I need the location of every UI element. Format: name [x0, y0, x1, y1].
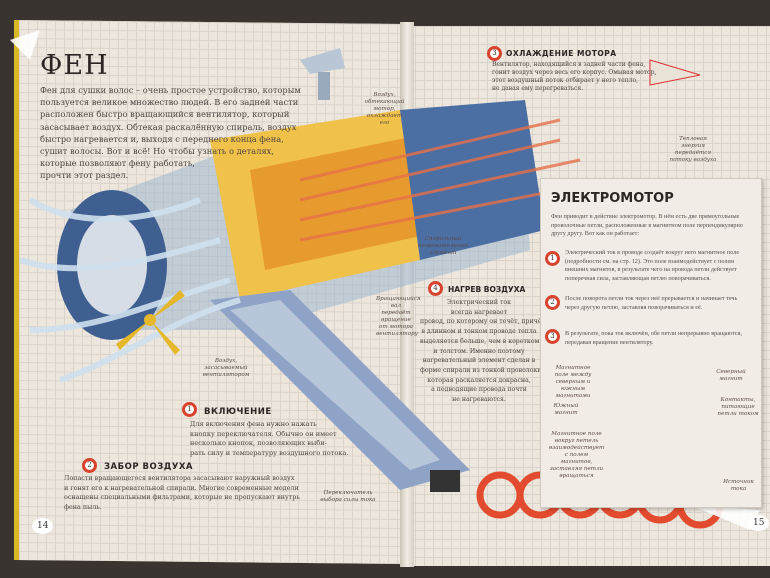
label-contacts: Контакты, питающие петли током — [717, 397, 759, 417]
label-coil: Спиральный нагревательный элемент — [418, 236, 469, 256]
wind-sock-icon — [649, 59, 701, 86]
step-2-badge: 2 — [82, 458, 97, 473]
page-number-right: 15 — [748, 515, 770, 531]
motor-step-3-text: В результате, пока ток включён, обе петл… — [565, 330, 742, 346]
airflow-arrows — [299, 118, 581, 242]
fan-blades — [116, 290, 185, 355]
motor-step-2-text: После поворота петли ток через неё преры… — [565, 295, 738, 311]
label-switch: Переключатель выбора силы тока — [320, 490, 376, 503]
motor-step-2-badge: 2 — [545, 295, 560, 310]
electromotor-panel: ЭЛЕКТРОМОТОР Фен приводит в действие эле… — [540, 178, 762, 508]
motor-step-1-badge: 1 — [545, 251, 560, 266]
step-4-badge: 4 — [428, 281, 443, 296]
step-1-title: ВКЛЮЧЕНИЕ — [204, 407, 272, 417]
dryer-body — [57, 100, 545, 490]
intro-text: Фен для сушки волос – очень простое устр… — [40, 85, 301, 181]
step-2-title: ЗАБОР ВОЗДУХА — [104, 462, 194, 472]
label-north-magnet: Северный магнит — [716, 369, 746, 382]
electromotor-title: ЭЛЕКТРОМОТОР — [551, 191, 674, 206]
label-field-loop: Магнитное поле вокруг петель взаимодейст… — [549, 431, 605, 479]
step-3-badge: 3 — [487, 46, 502, 61]
label-south-magnet: Южный магнит — [553, 403, 579, 416]
page-number-left: 14 — [32, 518, 54, 534]
label-field-between: Магнитное поле между северным и южным ма… — [554, 365, 592, 399]
step-3-text: Вентилятор, находящийся в задней части ф… — [492, 61, 657, 92]
air-intake-streams — [19, 197, 241, 383]
label-heat: Тепловая энергия передаётся потоку возду… — [669, 136, 717, 163]
motor-step-3-badge: 3 — [545, 329, 560, 344]
step-1-badge: 1 — [182, 402, 197, 417]
plug — [430, 470, 460, 492]
step-2-text: Лопасти вращающегося вентилятора засасыв… — [64, 474, 300, 511]
label-shaft: Вращающийся вал передаёт вращение от мот… — [376, 296, 421, 337]
crumpled-paper-icon — [10, 30, 760, 530]
label-current-source: Источник тока — [723, 479, 754, 492]
label-air-intake: Воздух, засасываемый вентилятором — [202, 358, 250, 378]
small-hair-dryer-icon — [300, 48, 345, 100]
electromotor-intro: Фен приводит в действие электромотор. В … — [551, 213, 743, 238]
motor-step-1-text: Электрический ток в проводе создаёт вокр… — [565, 249, 740, 282]
page-title: ФЕН — [40, 50, 109, 81]
label-air-cooling: Воздух, обтекающий мотор, охлаждает его — [364, 92, 405, 126]
step-3-title: ОХЛАЖДЕНИЕ МОТОРА — [506, 49, 617, 58]
step-4-title: НАГРЕВ ВОЗДУХА — [448, 285, 526, 294]
